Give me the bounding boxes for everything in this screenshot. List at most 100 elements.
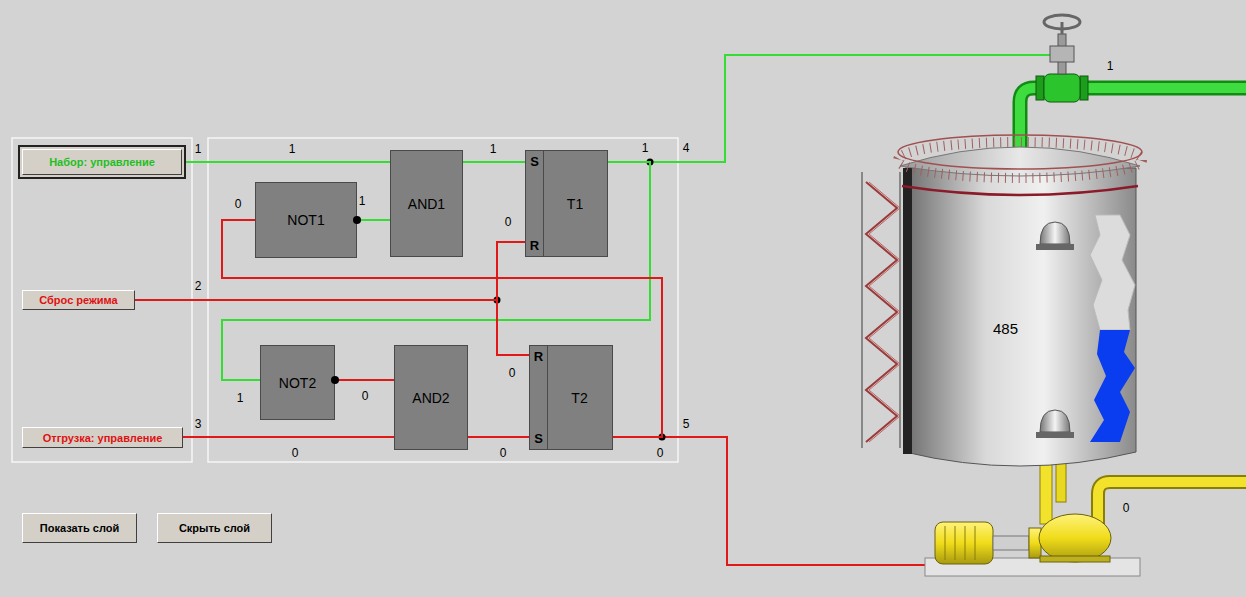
- gate-name: NOT1: [287, 212, 324, 228]
- signal-value: 5: [683, 418, 690, 430]
- ladder: [861, 172, 863, 448]
- button-label: Отгрузка: управление: [43, 432, 163, 444]
- signal-value: 0: [362, 390, 369, 402]
- button-label: Показать слой: [40, 522, 119, 534]
- tank: [898, 135, 1142, 466]
- button-label: Скрыть слой: [179, 522, 250, 534]
- gate-name: AND1: [408, 196, 445, 212]
- trigger-input: S: [530, 431, 547, 446]
- signal-wire: [357, 219, 390, 221]
- output-wire: [662, 437, 930, 565]
- gate-name: NOT2: [279, 375, 316, 391]
- ladder: [899, 172, 901, 448]
- signal-value: 2: [195, 280, 202, 292]
- signal-value: 1: [1107, 60, 1114, 72]
- yellow-pipe: [1098, 482, 1246, 525]
- signal-value: 0: [235, 198, 242, 210]
- pump: [1039, 514, 1111, 562]
- ladder: [866, 182, 897, 442]
- trigger-input: R: [530, 349, 547, 364]
- tank: [898, 142, 1142, 178]
- level-lamp: [1036, 222, 1074, 438]
- button-label: Набор: управление: [49, 156, 155, 168]
- tank: [1090, 215, 1135, 330]
- pump: [955, 526, 956, 560]
- yellow-pipe: [1040, 462, 1052, 524]
- pump: [1040, 556, 1110, 562]
- signal-value: 0: [509, 367, 516, 379]
- button-label: Сброс режима: [39, 294, 117, 306]
- level-lamp: [1040, 222, 1070, 244]
- tank: [905, 168, 1136, 466]
- logic-gate: AND1: [390, 150, 463, 257]
- trigger-block: S T1R: [525, 150, 608, 257]
- yellow-pipe: [1098, 482, 1246, 525]
- signal-wire: [335, 379, 394, 381]
- tank: [898, 135, 1142, 169]
- signal-wire: [468, 436, 529, 438]
- signal-value: 1: [195, 143, 202, 155]
- control-button: Отгрузка: управление: [22, 427, 183, 448]
- gate-name: AND2: [412, 390, 449, 406]
- valve: [1050, 46, 1074, 62]
- control-button: Сброс режима: [22, 290, 135, 310]
- pump: [965, 526, 966, 560]
- tank: [902, 186, 1138, 195]
- signal-value: 1: [289, 143, 296, 155]
- tank-level: 485: [993, 320, 1018, 337]
- tank: [903, 168, 912, 454]
- ladder: [869, 182, 900, 442]
- trigger-input: S: [526, 154, 543, 169]
- valve: [1061, 22, 1064, 34]
- signal-value: 1: [642, 142, 649, 154]
- signal-wire: [463, 161, 525, 163]
- inverter-bubble: [353, 216, 361, 224]
- pump: [935, 522, 993, 564]
- pump: [975, 526, 976, 560]
- pump: [945, 526, 946, 560]
- trigger-name: T1: [543, 196, 607, 212]
- output-wire: [650, 55, 1050, 162]
- signal-value: 1: [490, 143, 497, 155]
- level-lamp: [1036, 244, 1074, 250]
- ladder: [862, 172, 900, 448]
- trigger-input: R: [526, 238, 543, 253]
- yellow-pipe: [1056, 462, 1066, 502]
- pump: [993, 536, 1029, 550]
- signal-value: 0: [500, 447, 507, 459]
- tank: [1090, 330, 1135, 442]
- trigger-name: T2: [547, 390, 612, 406]
- control-button: Показать слой: [22, 513, 137, 543]
- valve: [1044, 74, 1080, 102]
- control-button: Набор: управление: [22, 149, 182, 175]
- signal-value: 1: [237, 392, 244, 404]
- valve: [1036, 15, 1088, 102]
- logic-gate: NOT2: [260, 345, 335, 420]
- tank: [900, 147, 1140, 176]
- signal-value: 0: [657, 447, 664, 459]
- logic-gate: AND2: [394, 345, 468, 450]
- panel-frame: [12, 138, 678, 462]
- signal-value: 3: [195, 418, 202, 430]
- valve: [1080, 76, 1088, 100]
- signal-value: 4: [683, 142, 690, 154]
- pump: [925, 514, 1140, 576]
- storage-tank: 485: [905, 180, 1135, 450]
- logic-gate: NOT1: [255, 182, 357, 258]
- inverter-bubble: [331, 376, 339, 384]
- signal-wire: [182, 161, 390, 163]
- signal-value: 0: [292, 447, 299, 459]
- junction-dot: [494, 159, 666, 441]
- signal-value: 0: [505, 216, 512, 228]
- trigger-block: R T2S: [529, 345, 613, 450]
- control-button: Скрыть слой: [157, 513, 272, 543]
- signal-wire: [183, 436, 394, 438]
- signal-value: 1: [359, 195, 366, 207]
- level-lamp: [1040, 410, 1070, 432]
- signal-value: 0: [1123, 502, 1130, 514]
